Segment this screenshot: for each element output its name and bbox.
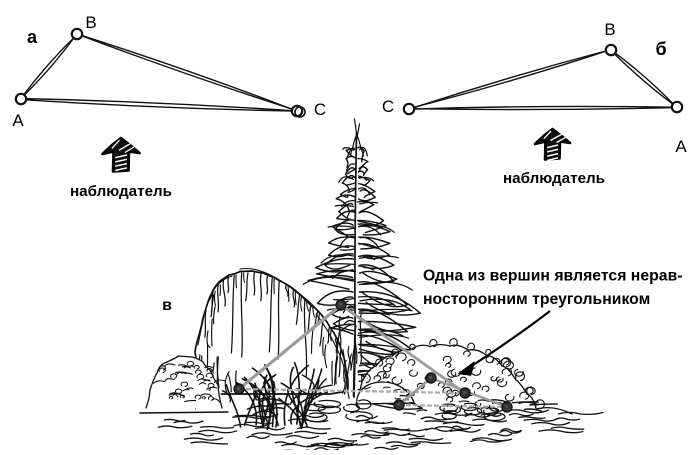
svg-text:A: A bbox=[12, 111, 24, 130]
svg-text:а: а bbox=[27, 27, 38, 47]
svg-text:B: B bbox=[604, 20, 615, 39]
svg-text:наблюдатель: наблюдатель bbox=[70, 183, 172, 200]
svg-text:C: C bbox=[314, 100, 326, 119]
svg-text:б: б bbox=[655, 39, 666, 59]
svg-text:A: A bbox=[675, 137, 687, 156]
svg-text:B: B bbox=[85, 13, 96, 32]
svg-text:в: в bbox=[162, 297, 172, 314]
svg-text:Одна из вершин является нерав-: Одна из вершин является нерав- bbox=[423, 268, 683, 285]
svg-text:наблюдатель: наблюдатель bbox=[503, 170, 605, 187]
svg-text:носторонним треугольником: носторонним треугольником bbox=[423, 291, 650, 308]
svg-text:C: C bbox=[382, 97, 394, 116]
